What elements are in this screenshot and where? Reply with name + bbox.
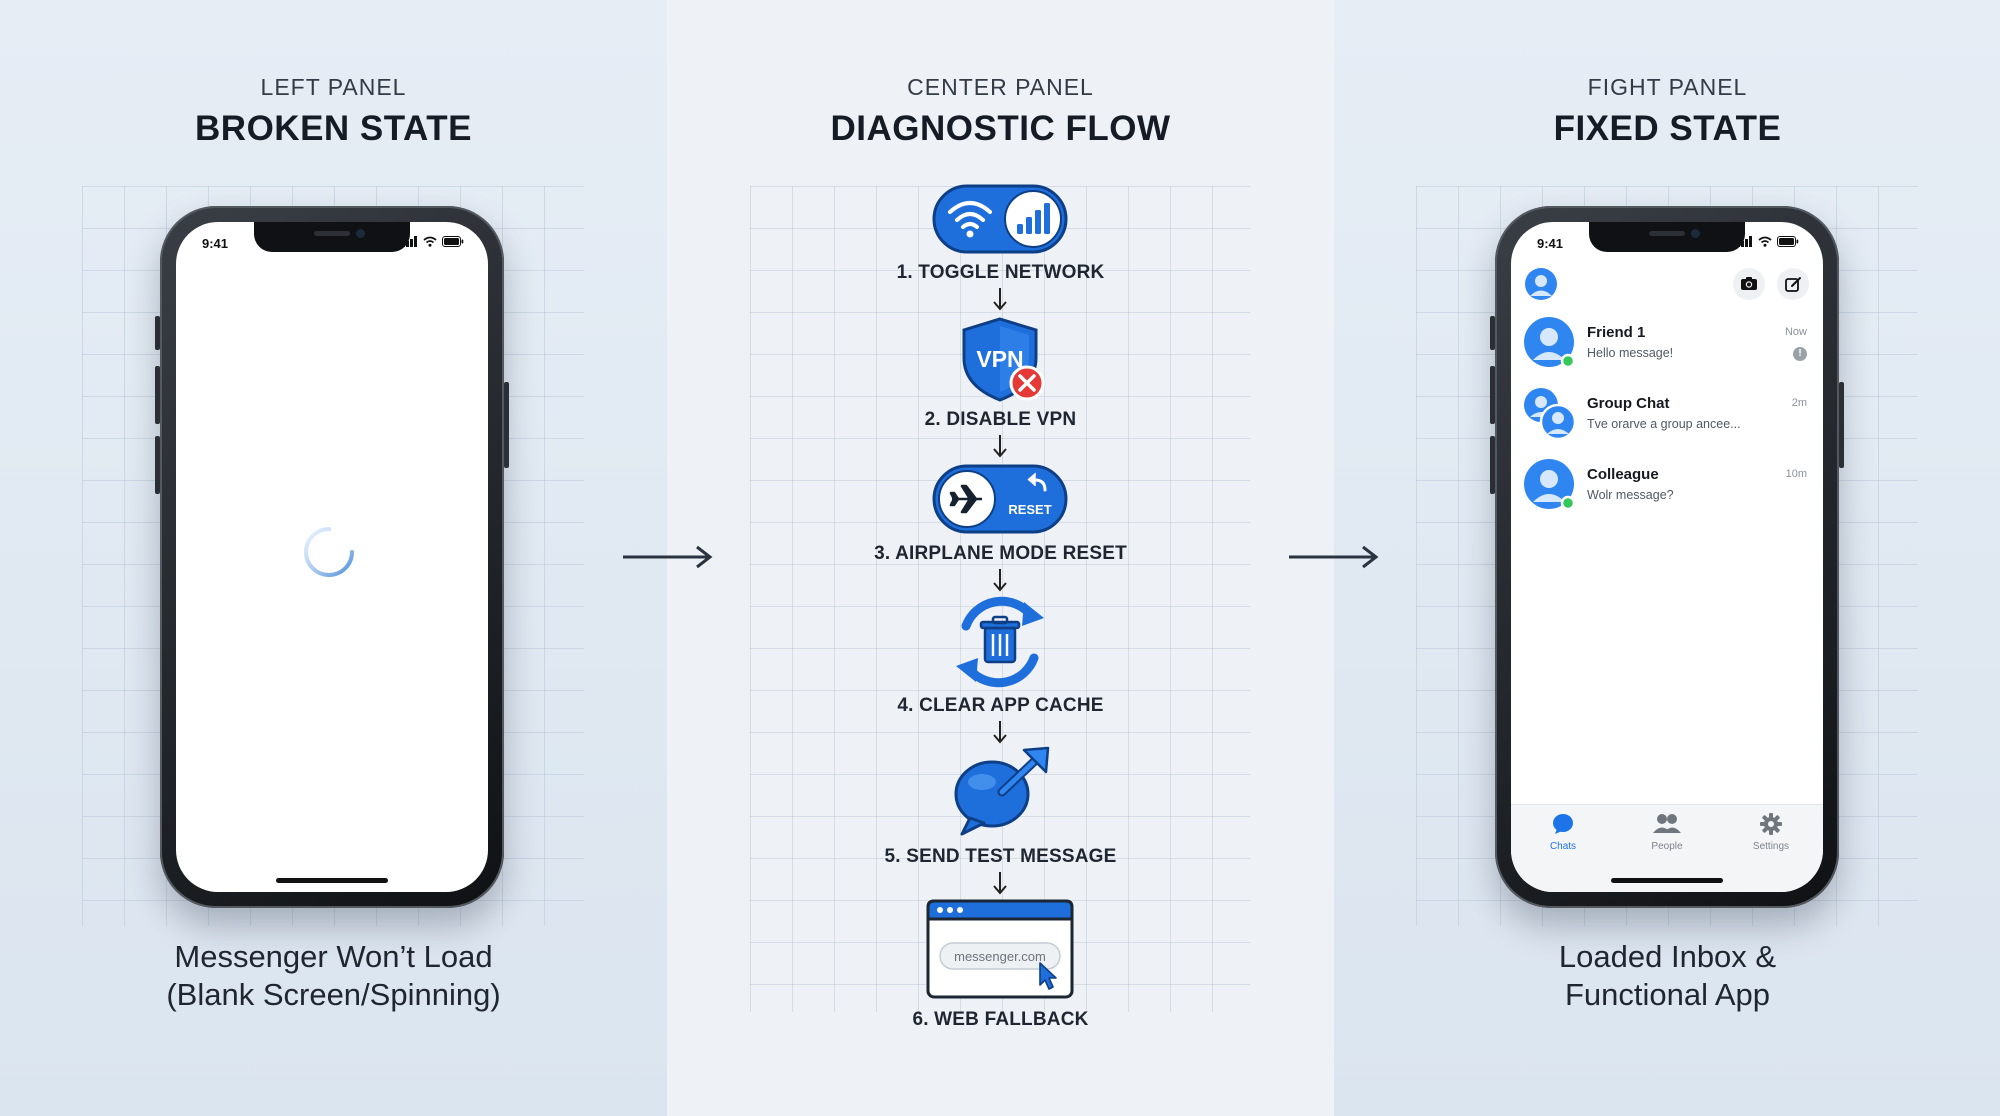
group-avatar <box>1524 388 1577 441</box>
chat-row-colleague[interactable]: Colleague Wolr message? 10m <box>1523 456 1811 518</box>
center-panel-title: DIAGNOSTIC FLOW <box>830 109 1171 148</box>
chat-time: 10m <box>1785 468 1807 480</box>
right-caption-line2: Functional App <box>1564 977 1771 1012</box>
status-time: 9:41 <box>1537 236 1564 251</box>
browser-window-icon: messenger.com <box>926 899 1074 999</box>
flow-down-arrow-icon <box>993 872 1007 895</box>
camera-button[interactable] <box>1733 268 1765 300</box>
phone-notch <box>1589 222 1745 252</box>
left-caption-line1: Messenger Won’t Load <box>174 939 493 974</box>
step-4-label: 4. CLEAR APP CACHE <box>897 695 1104 716</box>
tab-people[interactable]: People <box>1632 813 1702 852</box>
tab-settings[interactable]: Settings <box>1736 813 1806 852</box>
volume-down-button <box>155 436 160 494</box>
tab-label: Settings <box>1752 841 1790 852</box>
status-icons <box>402 236 464 247</box>
wifi-icon <box>423 236 437 247</box>
power-button <box>1839 382 1844 468</box>
chat-name: Group Chat <box>1587 395 1670 412</box>
compose-button[interactable] <box>1777 268 1809 300</box>
avatar <box>1524 459 1576 511</box>
center-panel-subtitle: CENTER PANEL <box>907 74 1094 100</box>
chat-time: 2m <box>1791 397 1807 409</box>
tab-label: Chats <box>1549 841 1577 852</box>
online-status-dot <box>1560 495 1576 511</box>
home-indicator <box>1611 878 1723 883</box>
left-panel-header: LEFT PANEL BROKEN STATE <box>0 74 667 149</box>
tab-label: People <box>1651 841 1683 852</box>
broken-phone: 9:41 <box>155 206 509 908</box>
chat-row-friend-1[interactable]: Friend 1 Hello message! Now ! <box>1523 314 1811 376</box>
flow-down-arrow-icon <box>993 721 1007 744</box>
people-icon <box>1653 814 1681 833</box>
volume-down-button <box>1490 436 1495 494</box>
left-panel-title: BROKEN STATE <box>195 109 472 148</box>
wifi-cellular-toggle-icon <box>932 184 1068 254</box>
status-icons <box>1737 236 1799 247</box>
home-indicator <box>276 878 388 883</box>
airplane-reset-toggle-icon: RESET <box>932 464 1068 534</box>
chat-preview: Tve orarve a group ancee... <box>1587 417 1741 431</box>
chat-preview: Wolr message? <box>1587 488 1674 502</box>
chat-time: Now <box>1784 326 1807 338</box>
profile-avatar[interactable] <box>1525 268 1557 300</box>
left-panel-caption: Messenger Won’t Load (Blank Screen/Spinn… <box>0 938 667 1014</box>
avatar <box>1524 317 1576 369</box>
status-time: 9:41 <box>202 236 229 251</box>
gear-icon <box>1760 813 1782 835</box>
mute-switch <box>1490 316 1495 350</box>
flow-down-arrow-icon <box>993 288 1007 311</box>
browser-url-text: messenger.com <box>954 949 1046 964</box>
camera-icon <box>1741 277 1757 290</box>
volume-up-button <box>155 366 160 424</box>
mute-switch <box>155 316 160 350</box>
fixed-phone: 9:41 <box>1490 206 1844 908</box>
vpn-icon-text: VPN <box>976 346 1023 372</box>
unread-indicator-icon: ! <box>1793 347 1807 361</box>
flow-down-arrow-icon <box>993 569 1007 592</box>
center-panel-header: CENTER PANEL DIAGNOSTIC FLOW <box>667 74 1334 149</box>
step-5-label: 5. SEND TEST MESSAGE <box>884 846 1117 867</box>
left-to-center-arrow-icon <box>623 545 713 569</box>
broken-phone-screen: 9:41 <box>176 222 488 892</box>
step-3-label: 3. AIRPLANE MODE RESET <box>874 543 1127 564</box>
phone-notch <box>254 222 410 252</box>
right-panel-caption: Loaded Inbox & Functional App <box>1334 938 2000 1014</box>
bottom-tab-bar: Chats People <box>1511 804 1823 892</box>
left-caption-line2: (Blank Screen/Spinning) <box>166 977 501 1012</box>
chat-name: Friend 1 <box>1587 324 1646 341</box>
chat-bubble-icon <box>1553 814 1573 834</box>
volume-up-button <box>1490 366 1495 424</box>
compose-icon <box>1785 277 1801 292</box>
tab-chats[interactable]: Chats <box>1528 813 1598 852</box>
chat-bubble-send-icon <box>954 746 1050 836</box>
cellular-signal-icon <box>402 236 417 247</box>
right-panel-header: FIGHT PANEL FIXED STATE <box>1334 74 2000 149</box>
right-panel-subtitle: FIGHT PANEL <box>1587 74 1748 100</box>
cellular-signal-icon <box>1737 236 1752 247</box>
right-caption-line1: Loaded Inbox & <box>1558 939 1777 974</box>
vpn-shield-disabled-icon: VPN <box>962 317 1045 402</box>
chat-row-group-chat[interactable]: Group Chat Tve orarve a group ancee... 2… <box>1523 385 1811 447</box>
wifi-icon <box>1758 236 1772 247</box>
online-status-dot <box>1560 353 1576 369</box>
inbox-header <box>1525 264 1809 304</box>
step-2-label: 2. DISABLE VPN <box>924 409 1077 430</box>
chat-name: Colleague <box>1587 466 1659 483</box>
fixed-phone-screen: 9:41 <box>1511 222 1823 892</box>
left-panel-subtitle: LEFT PANEL <box>260 74 407 100</box>
power-button <box>504 382 509 468</box>
battery-icon <box>442 236 464 247</box>
step-1-label: 1. TOGGLE NETWORK <box>896 262 1105 283</box>
chat-preview: Hello message! <box>1587 346 1674 360</box>
flow-down-arrow-icon <box>993 435 1007 458</box>
trash-refresh-icon <box>956 596 1044 688</box>
battery-icon <box>1777 236 1799 247</box>
step-6-label: 6. WEB FALLBACK <box>912 1009 1089 1030</box>
center-to-right-arrow-icon <box>1289 545 1379 569</box>
right-panel-title: FIXED STATE <box>1553 109 1782 148</box>
loading-spinner-icon <box>304 527 354 577</box>
reset-icon-text: RESET <box>1008 502 1051 517</box>
